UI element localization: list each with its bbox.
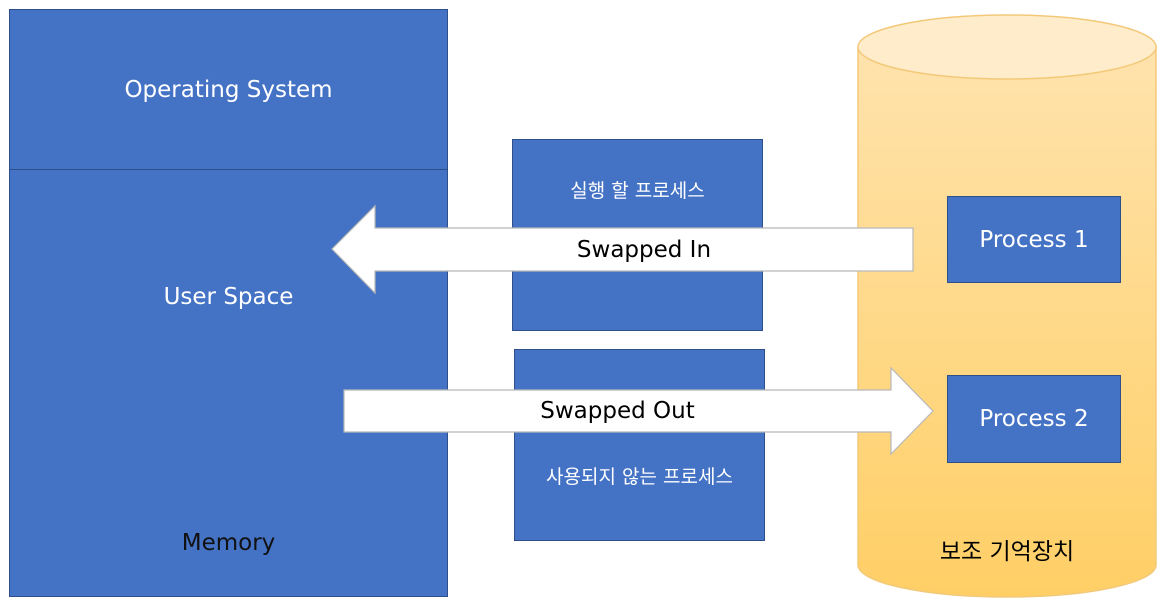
user-space-label: User Space [163, 284, 294, 310]
memory-label: Memory [181, 530, 276, 556]
swapped-in-label: Swapped In [576, 236, 712, 263]
swapped-in-arrow [331, 204, 914, 295]
secondary-storage-label: 보조 기억장치 [939, 539, 1075, 565]
swapped-out-arrow [343, 366, 934, 456]
memory-os-region: Operating System [9, 9, 448, 170]
swapped-out-label: Swapped Out [540, 398, 695, 424]
operating-system-label: Operating System [124, 76, 333, 103]
process-1-box: Process 1 [947, 196, 1121, 283]
process-to-run-label: 실행 할 프로세스 [570, 180, 705, 202]
unused-process-box: 사용되지 않는 프로세스 [514, 349, 765, 541]
process-2-label: Process 2 [979, 406, 1089, 432]
process-2-box: Process 2 [947, 375, 1121, 463]
unused-process-label: 사용되지 않는 프로세스 [546, 466, 733, 488]
process-1-label: Process 1 [979, 226, 1089, 253]
